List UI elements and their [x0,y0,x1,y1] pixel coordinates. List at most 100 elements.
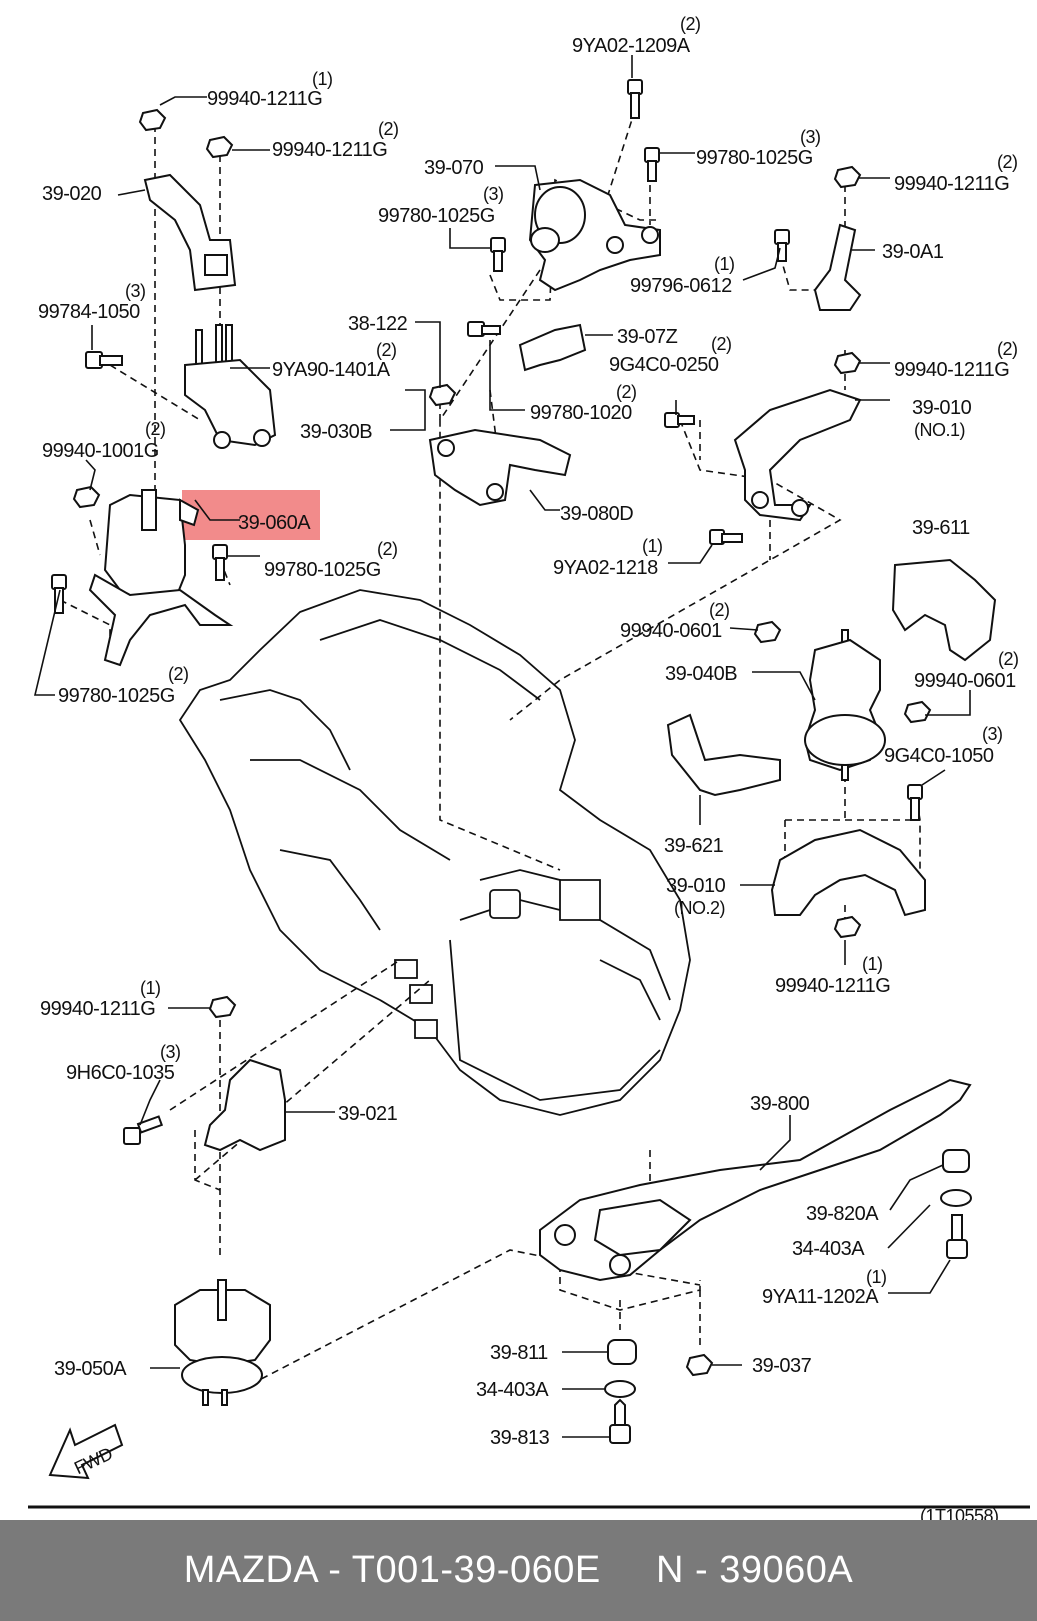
nut-bottom-right [833,915,862,939]
bushing-39-820A [942,1149,970,1173]
svg-text:(2): (2) [997,339,1018,359]
svg-text:99784-1050: 99784-1050 [38,301,140,323]
svg-text:(2): (2) [145,419,166,439]
mount-39-040B [803,629,886,781]
svg-text:9YA02-1209A: 9YA02-1209A [572,35,691,57]
svg-text:39-800: 39-800 [750,1093,810,1115]
svg-text:(1): (1) [642,536,663,556]
svg-text:9H6C0-1035: 9H6C0-1035 [66,1062,175,1084]
bracket-39-621 [666,713,781,797]
mount-39-050A [174,1279,271,1406]
svg-text:34-403A: 34-403A [792,1238,865,1260]
svg-text:39-030B: 39-030B [300,421,372,443]
svg-text:(1): (1) [140,978,161,998]
svg-text:39-621: 39-621 [664,835,724,857]
nut-right-top [833,165,862,189]
svg-text:99940-1211G: 99940-1211G [894,359,1009,381]
highlight-box [182,490,320,540]
nut-top-2 [205,135,234,159]
svg-text:99796-0612: 99796-0612 [630,275,732,297]
svg-text:9G4C0-0250: 9G4C0-0250 [609,354,719,376]
part-number-footer: MAZDA - T001-39-060E N - 39060A [0,1520,1037,1621]
bolt-9G4C0-1050 [907,784,923,821]
svg-text:9YA90-1401A: 9YA90-1401A [272,359,391,381]
bracket-39-010-no2 [770,828,926,917]
bracket-39-021 [203,1058,286,1152]
mount-39-070 [528,178,661,292]
bolt-99780-1020 [467,321,501,337]
svg-text:99780-1025G: 99780-1025G [378,205,495,227]
svg-text:99780-1020: 99780-1020 [530,402,632,424]
svg-text:99940-1211G: 99940-1211G [272,139,387,161]
svg-text:34-403A: 34-403A [476,1379,549,1401]
svg-text:39-070: 39-070 [424,157,484,179]
bolt-99796-0612 [774,229,790,262]
bracket-39-07Z [518,323,587,372]
svg-text:39-080D: 39-080D [560,503,633,525]
nut-top-left [138,108,167,132]
washer-left [604,1380,636,1398]
svg-text:39-020: 39-020 [42,183,102,205]
svg-text:39-813: 39-813 [490,1427,550,1449]
svg-text:39-07Z: 39-07Z [617,326,678,348]
svg-text:39-037: 39-037 [752,1355,812,1377]
svg-text:(1): (1) [714,254,735,274]
bolt-left-99780 [51,574,67,614]
nut-0601-left [753,620,782,644]
svg-text:99940-1211G: 99940-1211G [207,88,322,110]
svg-text:39-811: 39-811 [490,1342,548,1364]
bracket-39-0A1 [813,223,862,311]
bolt-9YA02-1218 [709,529,743,545]
svg-text:99940-0601: 99940-0601 [620,620,722,642]
mount-39-060A [88,489,234,667]
bolt-9YA02-1209A [627,79,643,119]
svg-text:(2): (2) [376,340,397,360]
engine-mount-diagram: (2) 9YA02-1209A (1) 99940-1211G (2) 9994… [28,14,1030,1520]
nut-0601-right [903,700,932,724]
svg-text:38-122: 38-122 [348,313,408,335]
svg-text:39-611: 39-611 [912,517,970,539]
engine-block [178,589,691,1116]
svg-text:(3): (3) [160,1042,181,1062]
svg-text:9G4C0-1050: 9G4C0-1050 [884,745,994,767]
svg-text:(1): (1) [312,69,333,89]
svg-text:(2): (2) [680,14,701,34]
leader-lines [33,55,971,1438]
svg-text:(2): (2) [616,382,637,402]
bracket-39-020 [143,173,237,292]
svg-text:(3): (3) [125,281,146,301]
bracket-39-010-no1 [733,388,862,522]
bolt-9H6C0-1035 [123,1115,164,1145]
svg-text:(3): (3) [800,127,821,147]
bolt-99780-left [490,237,506,272]
svg-text:(2): (2) [168,664,189,684]
cover-39-611 [891,558,997,662]
nut-99940-1001G [72,485,101,509]
svg-text:(1): (1) [862,954,883,974]
bushing-39-811 [607,1339,637,1365]
svg-text:39-040B: 39-040B [665,663,737,685]
svg-text:(1T10558): (1T10558) [920,1506,999,1520]
bolt-99780-center [212,544,228,581]
nut-38-122 [428,383,457,407]
bolt-9YA11-1202A [946,1214,968,1259]
svg-text:99780-1025G: 99780-1025G [264,559,381,581]
bolt-9G4C0-0250 [664,412,695,428]
svg-text:9YA11-1202A: 9YA11-1202A [762,1286,879,1308]
fwd-arrow-icon [48,1423,124,1480]
svg-text:39-010: 39-010 [912,397,972,419]
bracket-39-030B [184,324,277,449]
svg-text:99940-1001G: 99940-1001G [42,440,159,462]
svg-text:(3): (3) [483,184,504,204]
svg-text:99780-1025G: 99780-1025G [58,685,175,707]
nut-right-mid [833,351,862,375]
svg-text:99940-0601: 99940-0601 [914,670,1016,692]
svg-text:(2): (2) [378,119,399,139]
svg-text:(3): (3) [982,724,1003,744]
nut-39-037 [685,1353,714,1377]
svg-text:99940-1211G: 99940-1211G [40,998,155,1020]
nut-left-bottom [208,995,237,1019]
svg-text:39-050A: 39-050A [54,1358,127,1380]
svg-text:39-021: 39-021 [338,1103,398,1125]
svg-text:(1): (1) [866,1267,887,1287]
